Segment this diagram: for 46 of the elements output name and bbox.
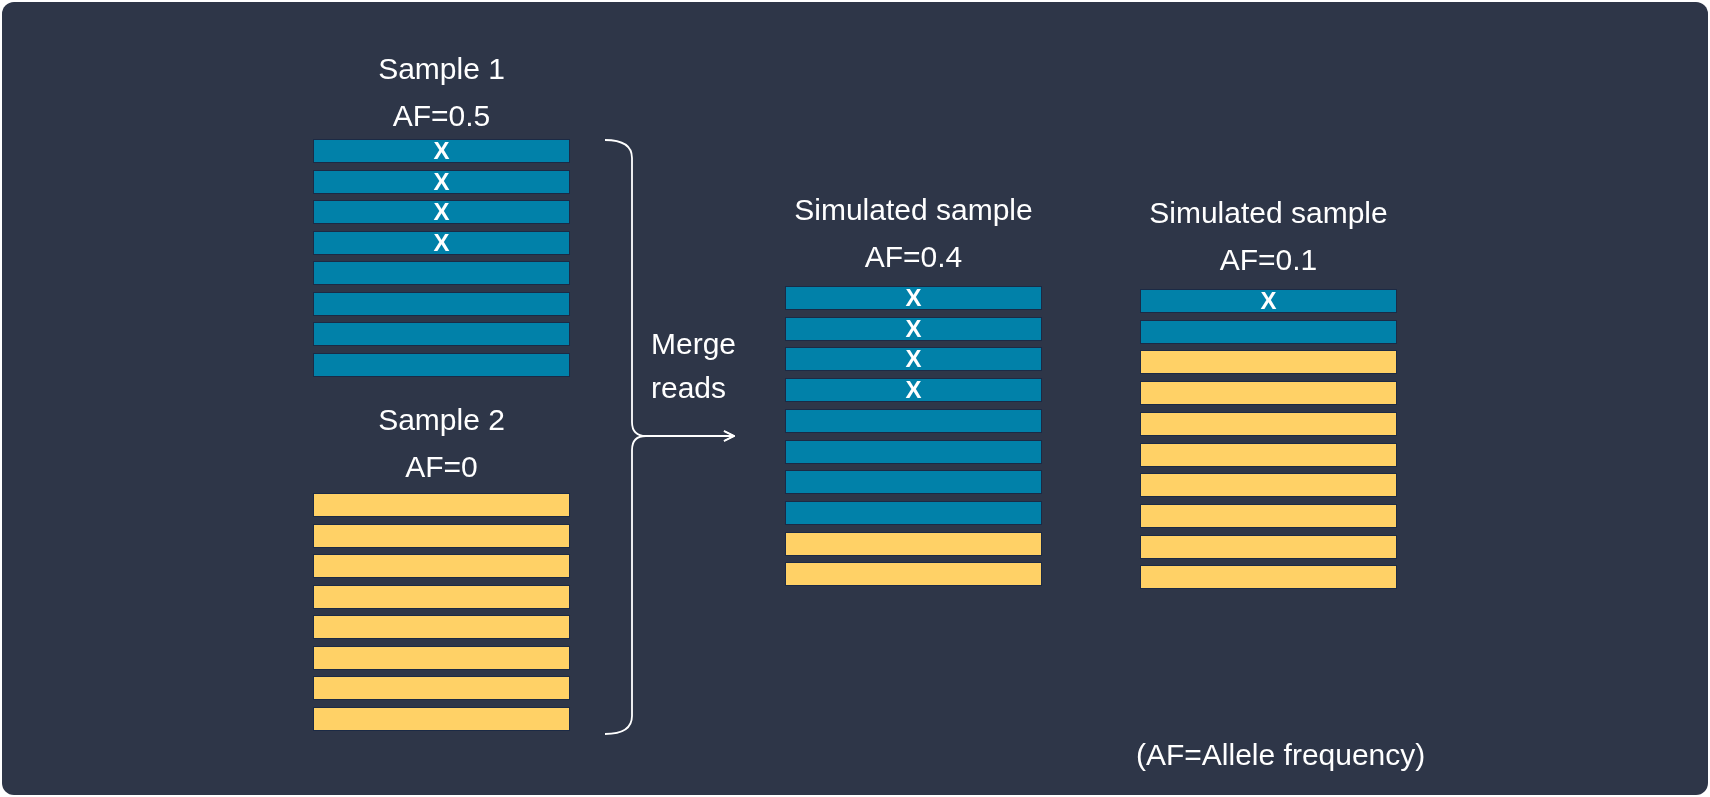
read-bar — [1140, 503, 1397, 528]
read-bar: X — [313, 139, 570, 163]
read-bar — [313, 676, 570, 700]
allele-frequency-label: AF=0.4 — [863, 239, 964, 275]
read-bar — [785, 470, 1042, 495]
read-bar — [785, 408, 1042, 433]
note-label: (AF=Allele frequency) — [1136, 737, 1426, 773]
read-bar — [785, 500, 1042, 525]
read-bar — [1140, 350, 1397, 375]
read-bar: X — [313, 200, 570, 224]
read-bar — [313, 554, 570, 578]
read-bar — [1140, 534, 1397, 559]
sample-title: Simulated sample — [793, 192, 1034, 228]
read-bar — [313, 615, 570, 639]
sample-title: Sample 1 — [377, 51, 506, 87]
read-bar — [1140, 473, 1397, 498]
sample-title: Simulated sample — [1148, 195, 1389, 231]
read-bar — [1140, 319, 1397, 344]
read-bar — [313, 706, 570, 731]
allele-frequency-label: AF=0 — [404, 449, 479, 485]
sample-title: Sample 2 — [377, 402, 506, 438]
read-bar — [785, 562, 1042, 587]
read-bar — [313, 291, 570, 316]
read-bar: X — [1140, 289, 1397, 313]
read-bar — [313, 584, 570, 609]
read-bar — [313, 322, 570, 346]
read-bar: X — [785, 286, 1042, 310]
read-bar — [1140, 381, 1397, 406]
read-bar: X — [313, 169, 570, 194]
read-bar — [313, 493, 570, 517]
read-bar — [1140, 411, 1397, 436]
read-bar: X — [785, 347, 1042, 372]
allele-frequency-label: AF=0.1 — [1218, 242, 1319, 278]
read-bar: X — [785, 378, 1042, 403]
merge-bracket-arrow — [604, 430, 735, 735]
read-bar — [313, 523, 570, 548]
read-bar: X — [313, 230, 570, 255]
read-bar — [313, 352, 570, 377]
read-bar — [313, 645, 570, 670]
read-bar — [1140, 565, 1397, 590]
read-bar — [785, 531, 1042, 556]
read-bar — [785, 439, 1042, 464]
read-bar — [1140, 442, 1397, 467]
read-bar — [313, 261, 570, 285]
allele-frequency-label: AF=0.5 — [391, 98, 492, 134]
read-bar: X — [785, 316, 1042, 341]
